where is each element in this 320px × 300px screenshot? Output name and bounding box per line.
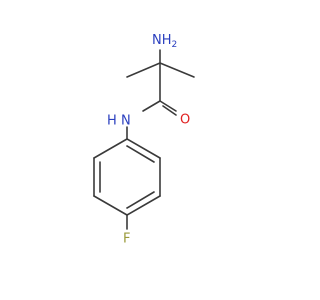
amino-group-label: NH2 xyxy=(152,33,177,50)
bond-co-1 xyxy=(159,100,177,112)
ring-bond-3 xyxy=(126,195,161,216)
ring-bond-4 xyxy=(93,195,128,216)
amino-subscript: 2 xyxy=(172,40,178,50)
ring-double-2 xyxy=(126,191,155,209)
ring-bond-1 xyxy=(126,138,161,159)
bond-co-2 xyxy=(162,105,177,116)
ring-bond-6 xyxy=(93,138,128,159)
atom-labels: NH2 O H N F xyxy=(107,33,190,247)
structure-canvas: NH2 O H N F xyxy=(93,33,195,247)
molecule-diagram: NH2 O H N F xyxy=(93,33,195,247)
fluorine-label: F xyxy=(123,232,130,247)
amide-h-label: H xyxy=(107,114,117,129)
ring-double-1 xyxy=(126,145,155,163)
amino-nh-text: NH xyxy=(152,33,172,48)
bonds xyxy=(93,49,195,230)
bond-c-methyl-right xyxy=(159,62,195,78)
bond-c-methyl-left xyxy=(126,62,161,78)
bond-c-nh xyxy=(142,100,161,112)
amide-n-label: N xyxy=(121,114,131,129)
carbonyl-oxygen-label: O xyxy=(180,113,190,128)
